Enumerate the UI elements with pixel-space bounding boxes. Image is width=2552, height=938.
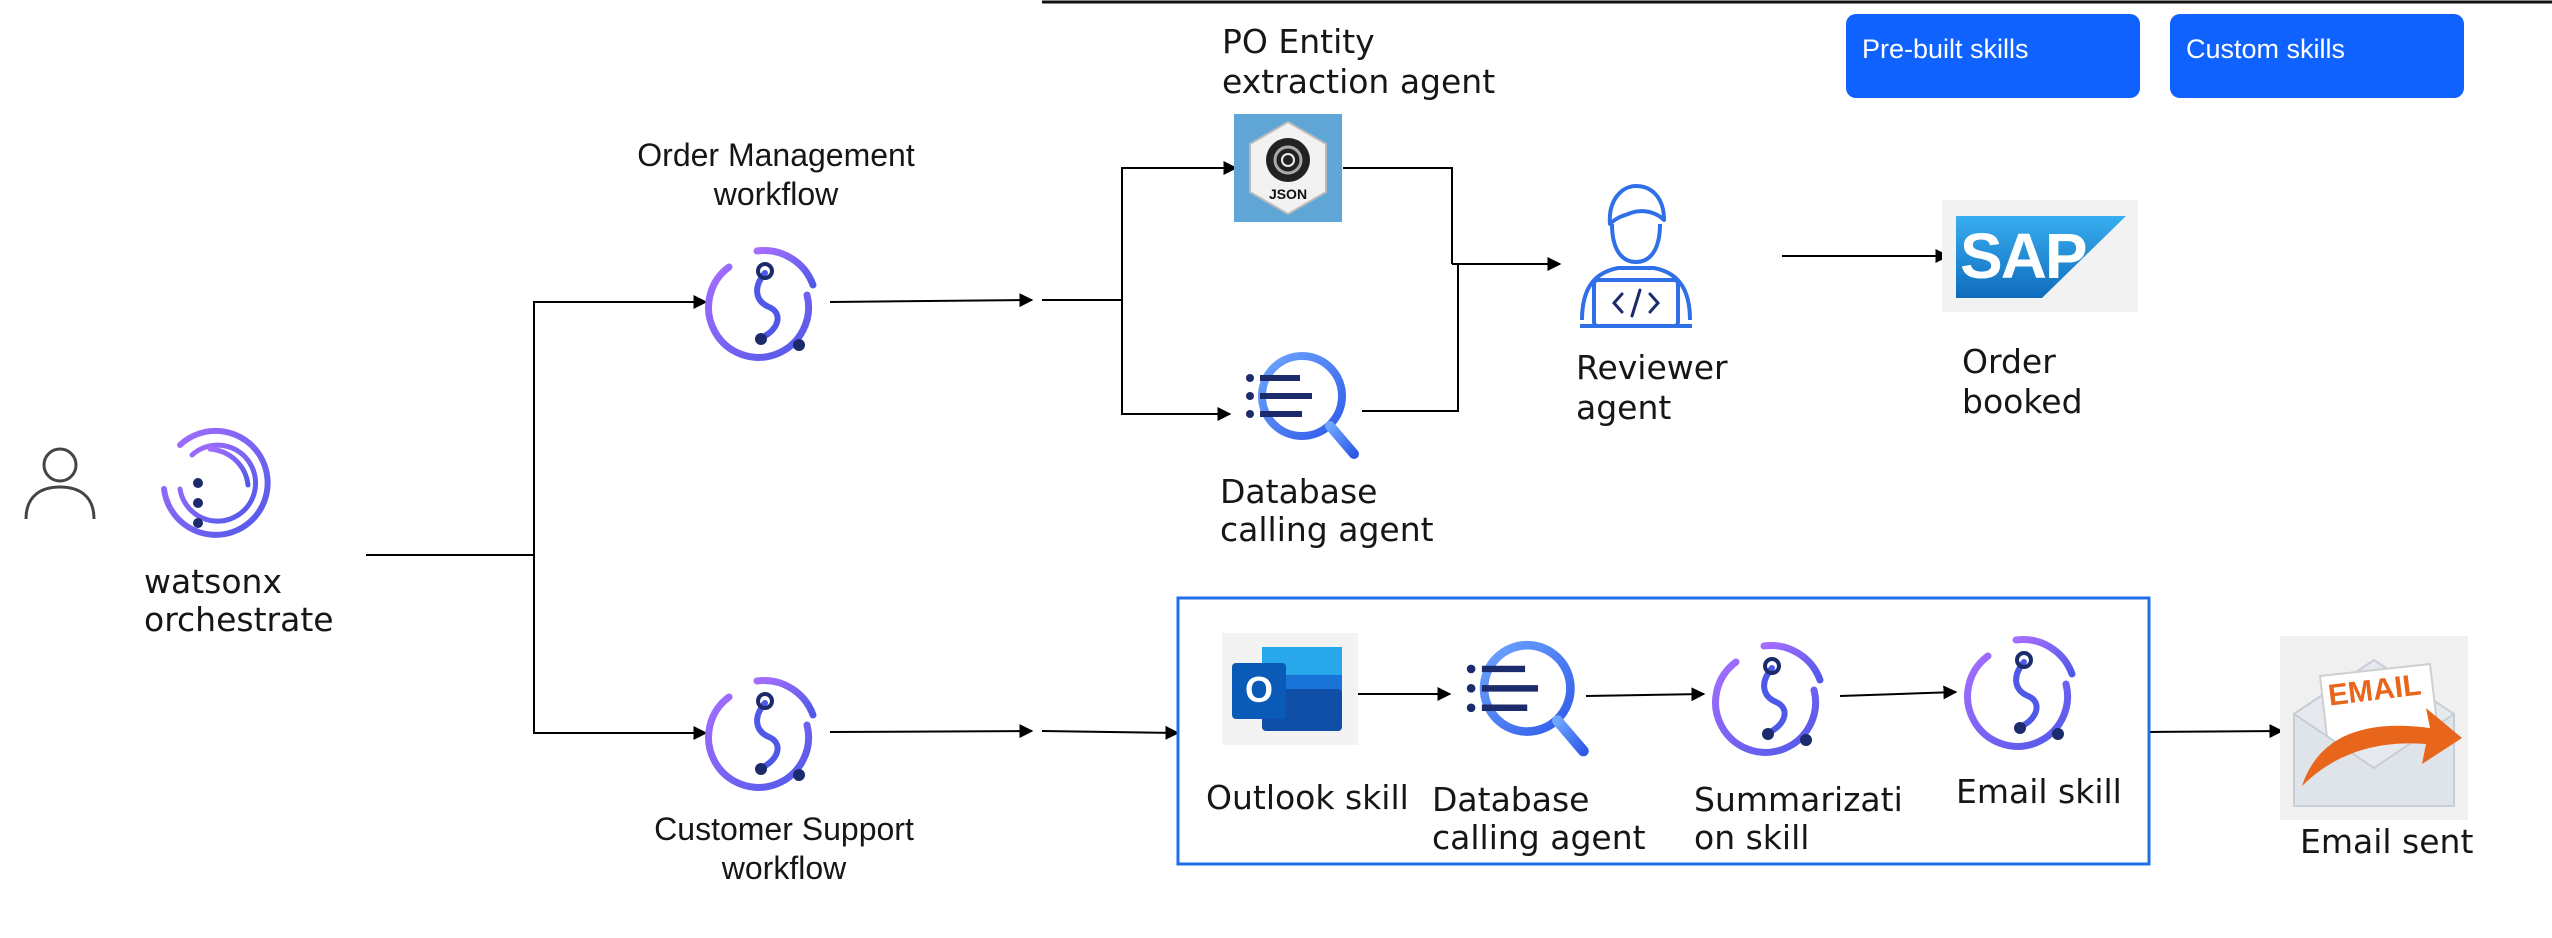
reviewer-label-line2: agent bbox=[1576, 388, 1672, 427]
connector-po-entity-to-reviewer bbox=[1343, 167, 1453, 264]
workflow-icon bbox=[1964, 636, 2076, 750]
outlook-skill-label: Outlook skill bbox=[1206, 778, 1409, 817]
connector-skills-to-email-sent bbox=[2149, 724, 2284, 739]
database-agent-label-line1: Database bbox=[1220, 472, 1378, 511]
connector-to-order-workflow bbox=[533, 295, 708, 555]
skill-database-label-line2: calling agent bbox=[1432, 818, 1646, 857]
sap-logo-text: SAP bbox=[1960, 220, 2088, 292]
connector-support-workflow-out bbox=[829, 724, 1034, 739]
user-icon bbox=[24, 447, 96, 520]
reviewer-label-line1: Reviewer bbox=[1576, 348, 1728, 387]
connector-to-support-workflow bbox=[533, 555, 708, 740]
sap-logo: SAP bbox=[1942, 200, 2138, 312]
watsonx-orchestrate-label-line2: orchestrate bbox=[144, 600, 334, 639]
watsonx-orchestrate-label-line1: watsonx bbox=[144, 562, 282, 601]
email-envelope-graphic bbox=[2293, 658, 2462, 807]
order-booked-label-line1: Order bbox=[1962, 342, 2056, 381]
outlook-icon-graphic bbox=[1232, 647, 1342, 731]
sap-logo-shape bbox=[1956, 216, 2126, 298]
order-workflow-label-line1: Order Management bbox=[637, 137, 915, 173]
outlook-icon: O bbox=[1222, 633, 1358, 745]
connector-to-database-agent bbox=[1121, 300, 1232, 421]
database-search-icon bbox=[1246, 352, 1359, 459]
connector-summarization-to-email bbox=[1839, 685, 1958, 700]
order-workflow-label-line2: workflow bbox=[713, 176, 839, 212]
support-workflow-label-line2: workflow bbox=[721, 850, 847, 886]
developer-icon bbox=[1580, 184, 1692, 328]
legend-prebuilt-skills: Pre-built skills bbox=[1846, 14, 2140, 98]
summarization-label-line2: on skill bbox=[1694, 818, 1810, 857]
json-icon: JSON bbox=[1234, 114, 1342, 222]
json-badge-graphic bbox=[1249, 120, 1327, 216]
order-booked-label-line2: booked bbox=[1962, 382, 2083, 421]
connector-to-po-entity bbox=[1121, 161, 1238, 300]
email-skill-label: Email skill bbox=[1956, 772, 2122, 811]
database-search-icon bbox=[1466, 640, 1589, 757]
support-workflow-label-line1: Customer Support bbox=[654, 811, 914, 847]
connector-order-workflow-out bbox=[829, 293, 1034, 308]
connector-database-to-summarization bbox=[1585, 687, 1706, 702]
connector-to-skills-box bbox=[1041, 725, 1180, 740]
summarization-label-line1: Summarizati bbox=[1694, 780, 1903, 819]
watsonx-orchestrate-icon bbox=[161, 427, 271, 538]
po-entity-label-line1: PO Entity bbox=[1222, 22, 1375, 61]
workflow-icon bbox=[1712, 642, 1824, 756]
email-envelope-icon: EMAIL bbox=[2280, 636, 2468, 820]
outlook-badge-text: O bbox=[1244, 669, 1273, 710]
connector-database-to-reviewer bbox=[1362, 264, 1459, 412]
workflow-icon bbox=[705, 247, 817, 361]
skill-database-label-line1: Database bbox=[1432, 780, 1590, 819]
legend-custom-skills: Custom skills bbox=[2170, 14, 2464, 98]
database-agent-label-line2: calling agent bbox=[1220, 510, 1434, 549]
workflow-icon bbox=[705, 677, 817, 791]
po-entity-label-line2: extraction agent bbox=[1222, 62, 1496, 101]
email-sent-label: Email sent bbox=[2300, 822, 2474, 861]
custom-skills-container bbox=[1176, 596, 2151, 866]
json-badge-text: JSON bbox=[1268, 186, 1308, 202]
